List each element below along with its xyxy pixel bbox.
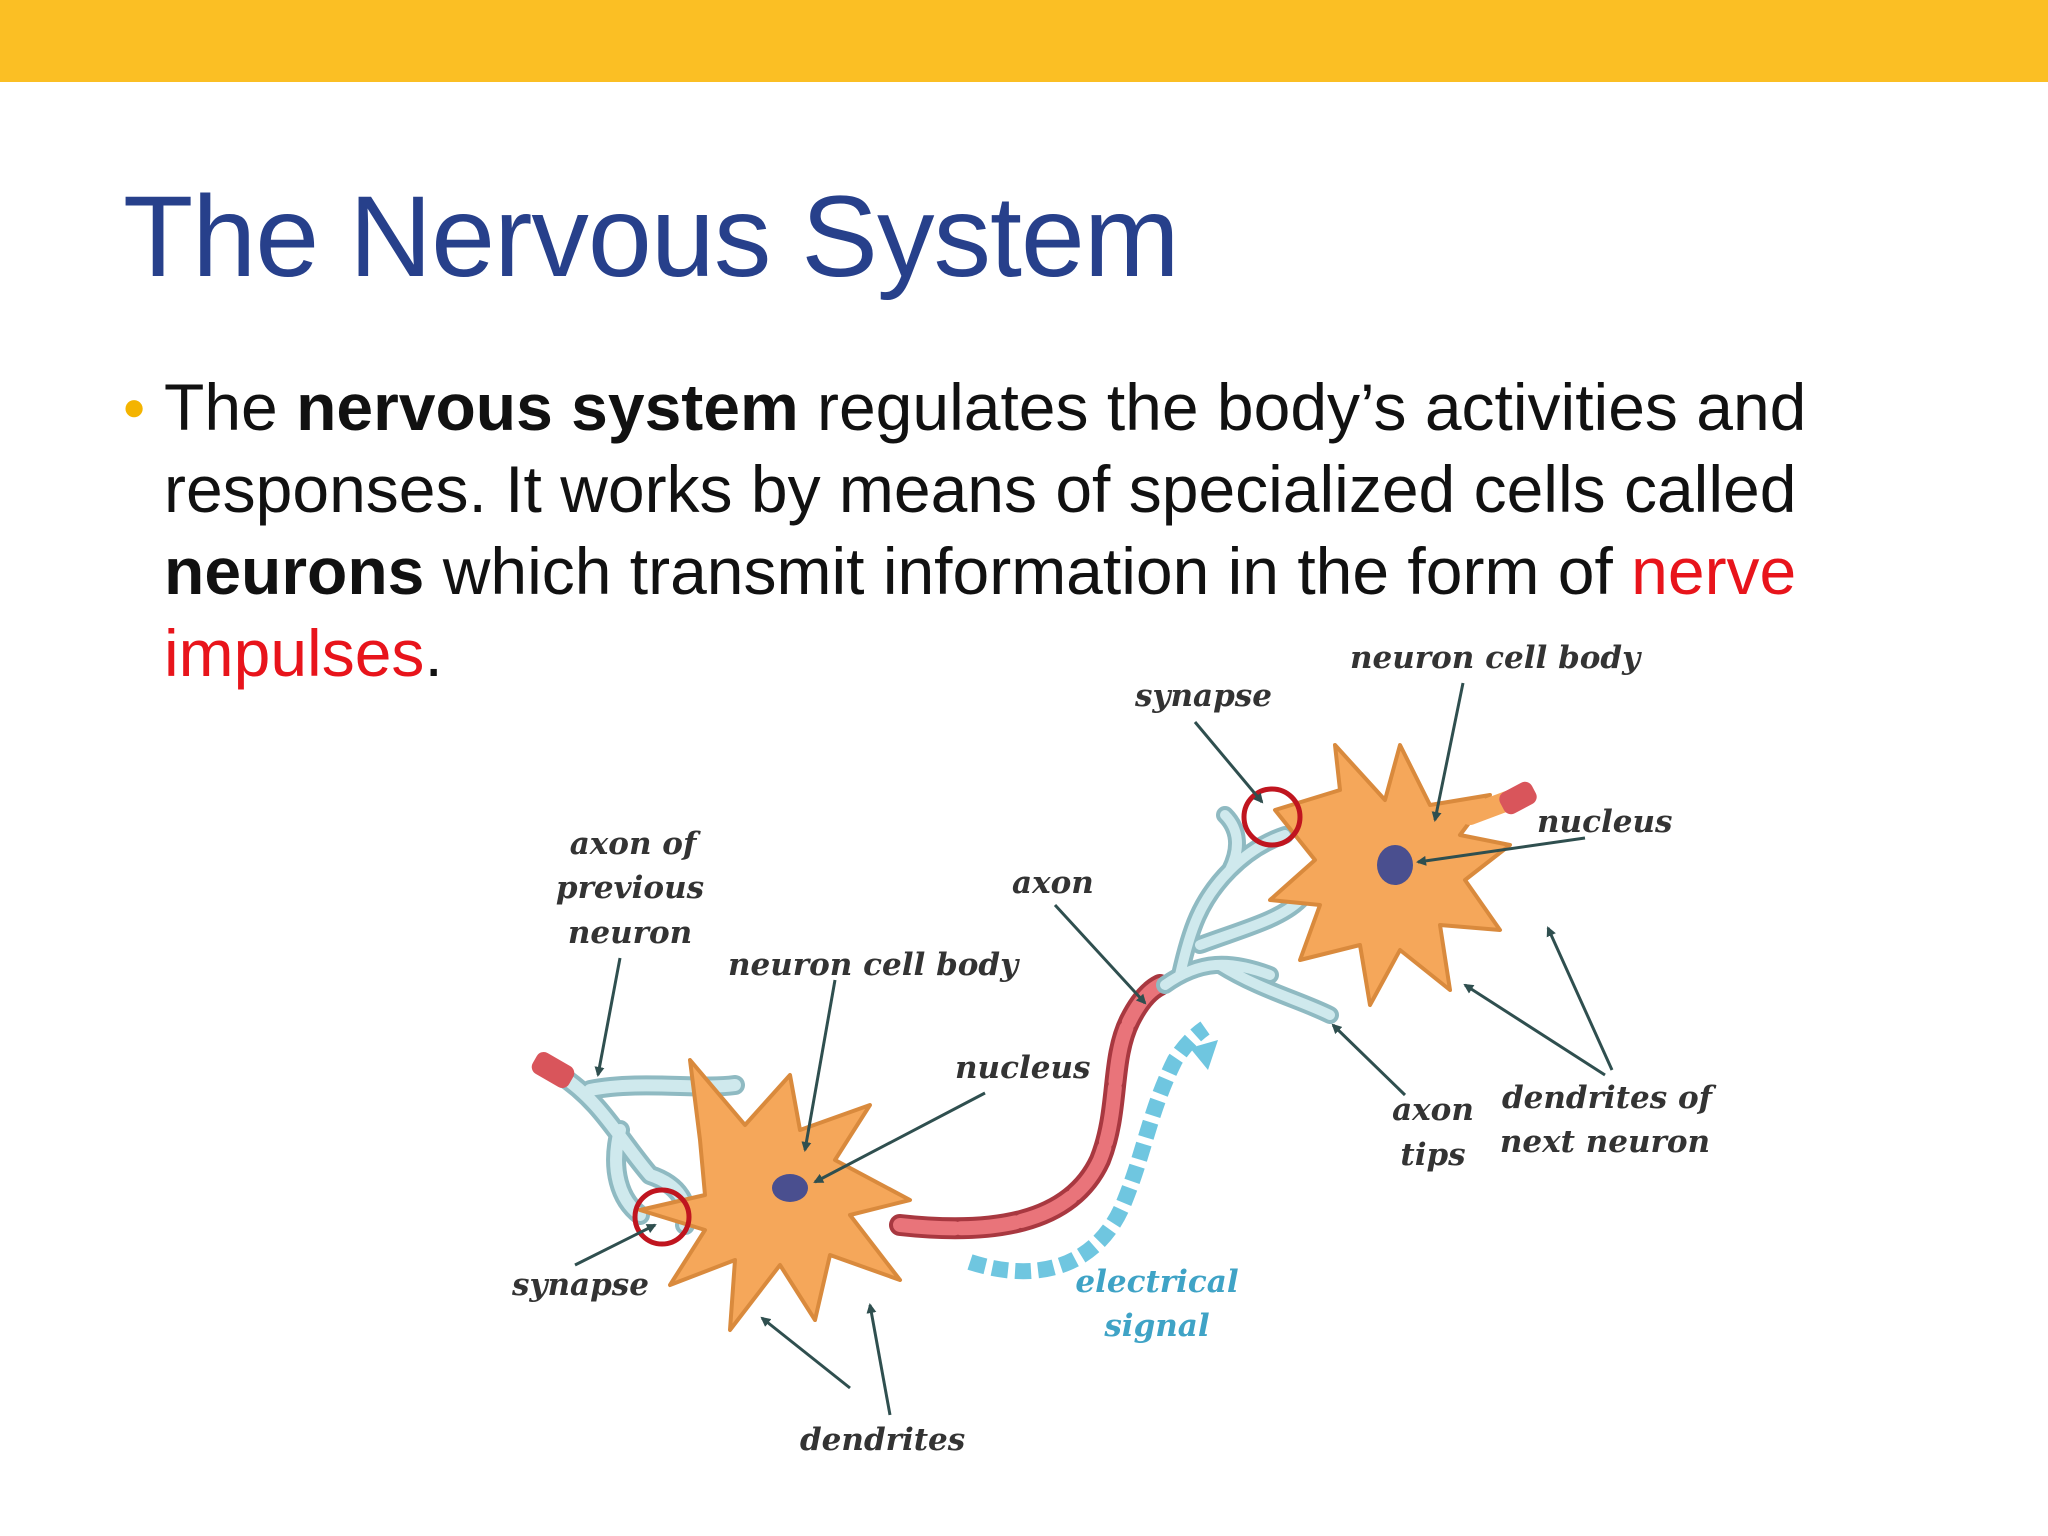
axon-of-previous-neuron bbox=[531, 1052, 745, 1235]
bullet-text-4: . bbox=[424, 616, 443, 690]
label-nucleus-left: nucleus bbox=[955, 1050, 1090, 1086]
right-synapse-circle bbox=[1241, 786, 1303, 848]
bullet-dot-icon: ● bbox=[122, 385, 147, 429]
label-synapse-right: synapse bbox=[1134, 678, 1272, 714]
bullet-text-1: The bbox=[164, 370, 297, 444]
left-nucleus bbox=[772, 1174, 808, 1202]
term-nerve-impulses: nerve impulses bbox=[164, 534, 1797, 690]
top-accent-bar bbox=[0, 0, 2048, 82]
left-synapse-circle bbox=[632, 1187, 692, 1247]
term-neurons: neurons bbox=[164, 534, 425, 608]
myelinated-axon bbox=[889, 974, 1171, 1240]
electrical-signal-arrow bbox=[967, 1021, 1218, 1280]
label-electrical-signal-1: electrical bbox=[1075, 1264, 1238, 1300]
label-axon-tips-2: tips bbox=[1400, 1137, 1465, 1173]
label-neuron-cell-body-left: neuron cell body bbox=[728, 947, 1020, 983]
label-electrical-signal-2: signal bbox=[1103, 1308, 1209, 1344]
right-cell-body bbox=[1268, 743, 1537, 1007]
bullet-text-3: which transmit information in the form o… bbox=[424, 534, 1632, 608]
bullet-text-2: regulates the body’s activities and resp… bbox=[164, 370, 1807, 526]
left-cell-body bbox=[638, 1058, 912, 1332]
label-dendrites-of-next-neuron-2: next neuron bbox=[1500, 1124, 1710, 1160]
axon-tips bbox=[1156, 806, 1339, 1024]
label-synapse-left: synapse bbox=[511, 1267, 649, 1303]
label-axon-of-previous-neuron-2: previous bbox=[556, 870, 704, 906]
label-neuron-cell-body-right: neuron cell body bbox=[1350, 640, 1642, 676]
bullet-paragraph: ● The nervous system regulates the body’s… bbox=[122, 366, 1894, 694]
label-nucleus-right: nucleus bbox=[1537, 804, 1672, 840]
label-axon: axon bbox=[1012, 865, 1094, 901]
label-dendrites-of-next-neuron-1: dendrites of bbox=[1502, 1080, 1717, 1116]
right-nucleus bbox=[1377, 845, 1413, 885]
label-axon-of-previous-neuron-1: axon of bbox=[570, 826, 701, 862]
slide-title: The Nervous System bbox=[123, 173, 1180, 301]
label-axon-tips-1: axon bbox=[1392, 1092, 1474, 1128]
label-dendrites: dendrites bbox=[800, 1422, 965, 1458]
term-nervous-system: nervous system bbox=[296, 370, 799, 444]
label-axon-of-previous-neuron-3: neuron bbox=[568, 915, 692, 951]
pointer-arrows bbox=[574, 682, 1614, 1416]
